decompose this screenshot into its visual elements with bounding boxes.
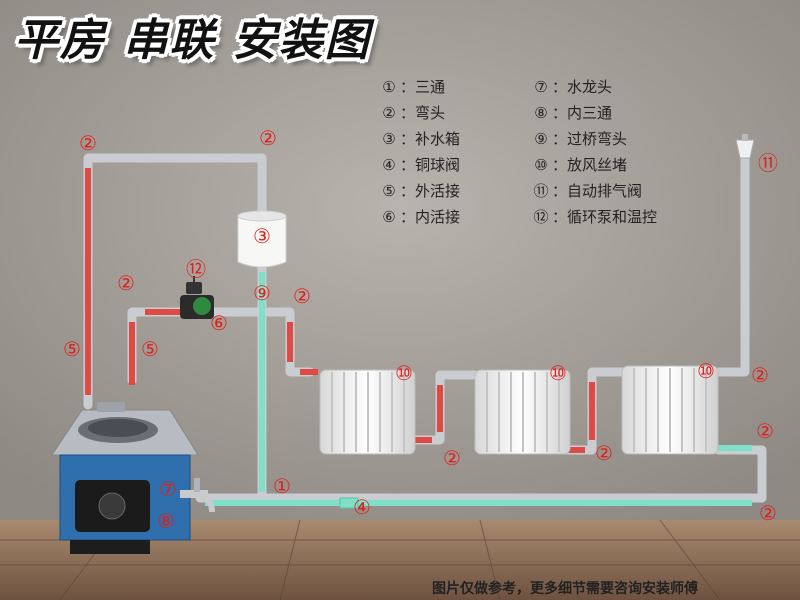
marker-bleed-plug: ⑩: [549, 361, 567, 385]
legend-mark: ②: [378, 100, 400, 126]
marker-inner-tee: ⑧: [157, 509, 175, 533]
legend-mark: ⑤: [378, 178, 400, 204]
legend-text: ：放风丝堵: [552, 156, 627, 174]
marker-elbow: ②: [443, 446, 461, 470]
legend-mark: ⑨: [530, 126, 552, 152]
marker-outer-union: ⑤: [63, 337, 81, 361]
marker-bleed-plug: ⑩: [697, 359, 715, 383]
marker-valve: ④: [353, 495, 371, 519]
legend-text: ：内三通: [552, 104, 612, 122]
marker-elbow: ②: [751, 363, 769, 387]
legend-text: ：补水箱: [400, 130, 460, 148]
legend-item: ⑩：放风丝堵: [530, 152, 657, 178]
legend-mark: ⑪: [530, 178, 552, 204]
marker-elbow: ②: [756, 419, 774, 443]
legend-mark: ⑩: [530, 152, 552, 178]
marker-pump: ⑫: [186, 257, 206, 281]
legend-text: ：循环泵和温控: [552, 208, 657, 226]
marker-air-vent: ⑪: [758, 151, 778, 175]
marker-outer-union: ⑤: [141, 337, 159, 361]
marker-elbow: ②: [759, 501, 777, 525]
legend-item: ④：铜球阀: [378, 152, 460, 178]
legend-text: ：自动排气阀: [552, 182, 642, 200]
legend-item: ⑫：循环泵和温控: [530, 204, 657, 230]
marker-inner-union: ⑥: [210, 311, 228, 335]
marker-bleed-plug: ⑩: [395, 361, 413, 385]
footer-note: 图片仅做参考，更多细节需要咨询安装师傅: [432, 578, 698, 598]
legend-text: ：铜球阀: [400, 156, 460, 174]
legend-mark: ③: [378, 126, 400, 152]
legend-text: ：外活接: [400, 182, 460, 200]
page-title: 平房 串联 安装图: [14, 4, 371, 68]
legend-mark: ①: [378, 74, 400, 100]
legend-mark: ⑫: [530, 204, 552, 230]
legend-text: ：水龙头: [552, 78, 612, 96]
legend-item: ⑧：内三通: [530, 100, 657, 126]
legend-item: ②：弯头: [378, 100, 460, 126]
marker-elbow: ②: [117, 271, 135, 295]
legend-text: ：内活接: [400, 208, 460, 226]
legend-mark: ⑧: [530, 100, 552, 126]
legend-item: ①：三通: [378, 74, 460, 100]
legend-item: ⑦：水龙头: [530, 74, 657, 100]
marker-elbow: ②: [79, 131, 97, 155]
legend-item: ③：补水箱: [378, 126, 460, 152]
marker-tee: ①: [273, 474, 291, 498]
marker-tank: ③: [253, 224, 271, 248]
legend-item: ⑪：自动排气阀: [530, 178, 657, 204]
legend-item: ⑨：过桥弯头: [530, 126, 657, 152]
legend-item: ⑤：外活接: [378, 178, 460, 204]
legend-mark: ④: [378, 152, 400, 178]
legend-text: ：三通: [400, 78, 445, 96]
marker-faucet: ⑦: [159, 477, 177, 501]
legend-mark: ⑦: [530, 74, 552, 100]
legend-text: ：过桥弯头: [552, 130, 627, 148]
legend-mark: ⑥: [378, 204, 400, 230]
legend-item: ⑥：内活接: [378, 204, 460, 230]
legend-text: ：弯头: [400, 104, 445, 122]
marker-elbow: ②: [259, 126, 277, 150]
marker-bridge-elbow: ⑨: [253, 281, 271, 305]
marker-elbow: ②: [595, 441, 613, 465]
marker-elbow: ②: [293, 284, 311, 308]
